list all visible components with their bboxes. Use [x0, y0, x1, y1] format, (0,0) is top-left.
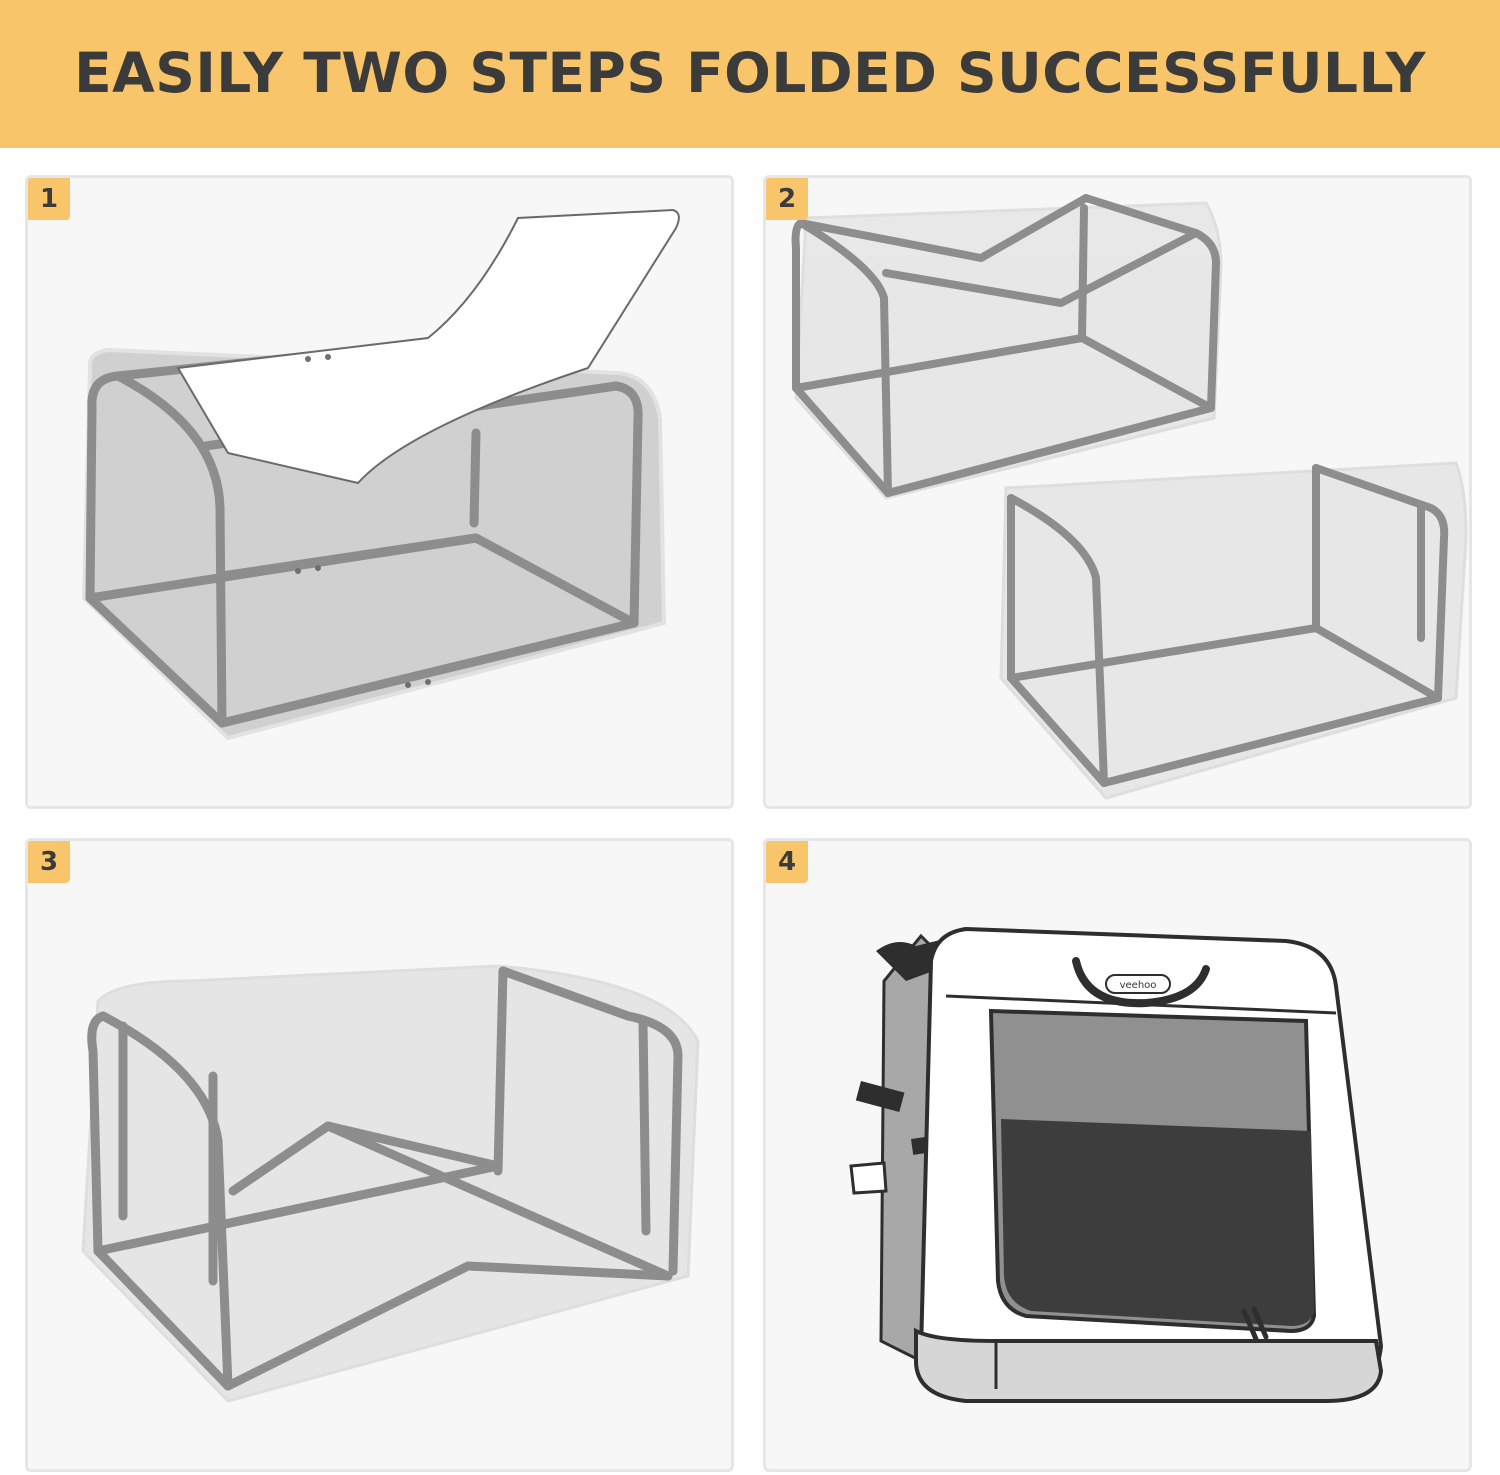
step-2-panel: 2 [763, 175, 1472, 809]
frame-bottom [1007, 464, 1449, 787]
frame-top [791, 194, 1220, 497]
zipper-icon [1241, 1306, 1269, 1342]
step-2-illustration [791, 194, 1468, 800]
carrier-base [914, 1327, 1384, 1403]
carry-handle [1072, 957, 1210, 1008]
brand-logo-text: veehoo [1120, 980, 1157, 991]
step-3-badge: 3 [28, 841, 70, 883]
step-1-badge: 1 [28, 178, 70, 220]
step-4-illustration: veehoo [849, 926, 1384, 1403]
page-title: EASILY TWO STEPS FOLDED SUCCESSFULLY [74, 41, 1426, 105]
step-3-panel: 3 [25, 838, 734, 1472]
buckle-icon [849, 1161, 888, 1195]
crate-ghost-bottom [999, 461, 1468, 800]
brand-logo [1105, 974, 1171, 994]
step-1-illustration [81, 208, 680, 741]
step-1-panel: 1 [25, 175, 734, 809]
mesh-window-dark [1001, 1119, 1314, 1326]
step-2-badge: 2 [766, 178, 808, 220]
step-4-badge: 4 [766, 841, 808, 883]
folding-frame [87, 966, 683, 1391]
roof-flap [176, 208, 680, 485]
step-3-illustration [81, 964, 700, 1403]
crate-ghost [81, 964, 700, 1403]
step-4-panel: 4 veehoo [763, 838, 1472, 1472]
folding-frame [85, 338, 643, 728]
header-banner: EASILY TWO STEPS FOLDED SUCCESSFULLY [0, 0, 1500, 148]
